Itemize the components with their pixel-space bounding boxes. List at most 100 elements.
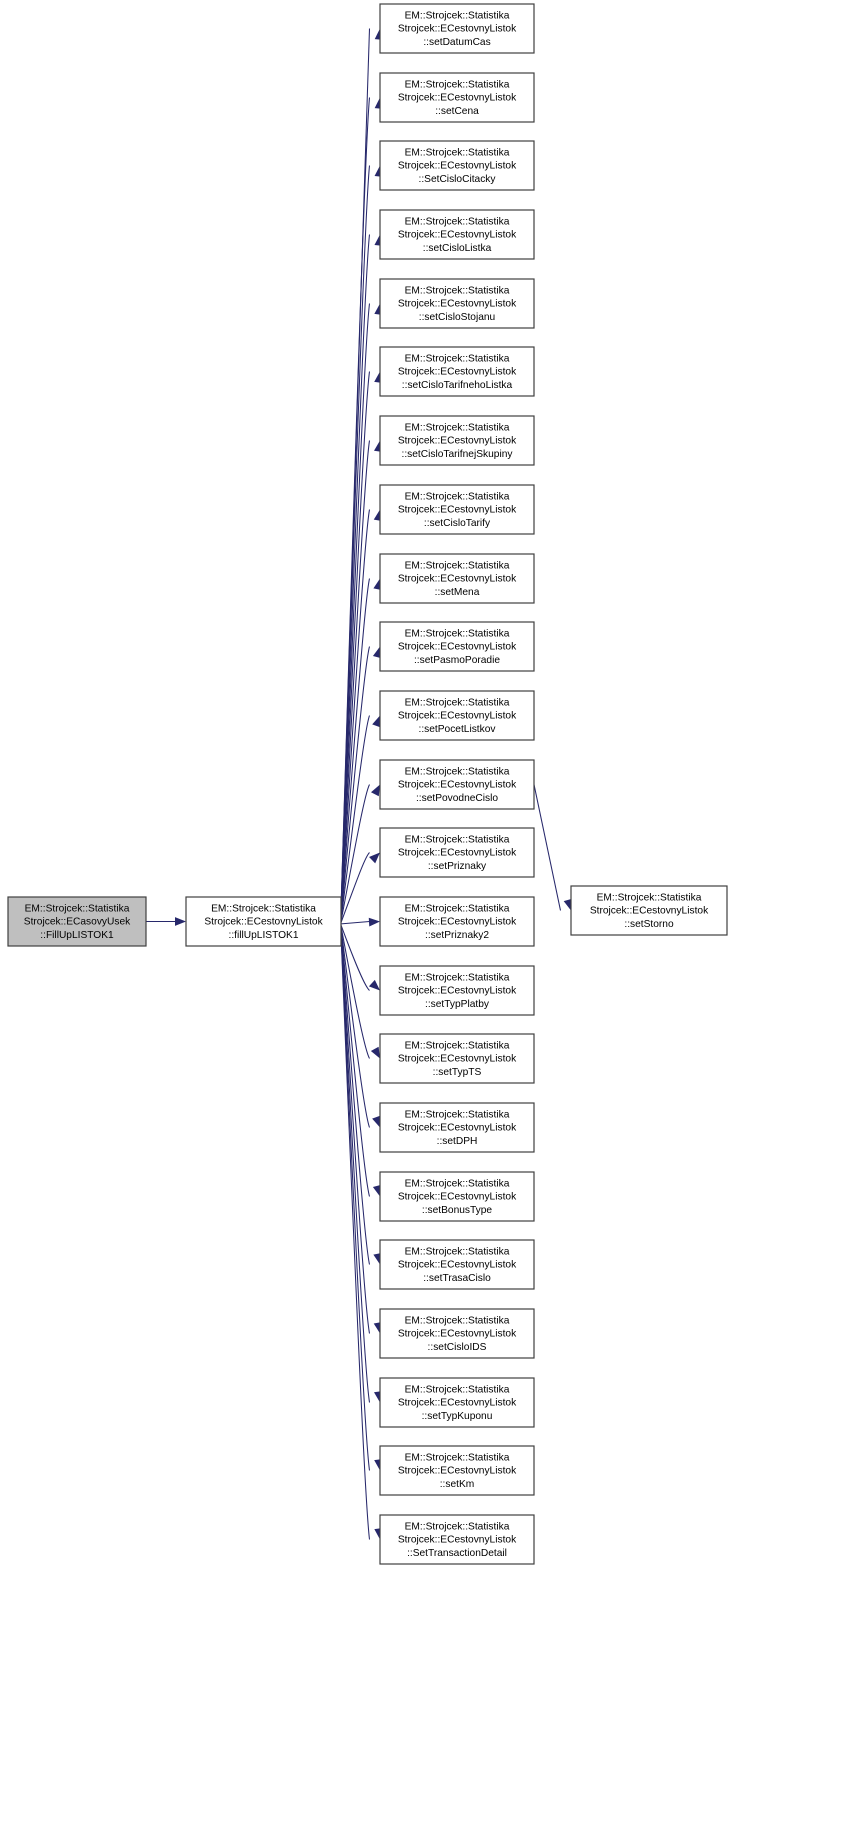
node-label-line: EM::Strojcek::Statistika (405, 353, 510, 364)
node-callee-setCisloTarifnejSkupiny[interactable]: EM::Strojcek::StatistikaStrojcek::ECesto… (379, 415, 535, 466)
edge-center-to-callee-setPriznaky2 (340, 920, 370, 925)
edge-center-to-callee-setPasmoPoradie (340, 646, 371, 920)
edge-setPovodneCislo-to-setStorno (533, 784, 562, 911)
node-center-fillUpLISTOK1[interactable]: EM::Strojcek::StatistikaStrojcek::ECesto… (185, 896, 342, 947)
node-label-line: EM::Strojcek::Statistika (405, 903, 510, 914)
edge-center-to-callee-setDPH (340, 927, 370, 1128)
edge-center-to-callee-setTypTS (340, 926, 370, 1059)
node-label-line: EM::Strojcek::Statistika (405, 147, 510, 158)
node-label-line: ::setPriznaky (428, 861, 487, 872)
nodes-layer: EM::Strojcek::StatistikaStrojcek::ECasov… (7, 3, 728, 1565)
node-callee-setPriznaky[interactable]: EM::Strojcek::StatistikaStrojcek::ECesto… (379, 827, 535, 878)
edge-center-to-callee-setTypTS-arrowhead (370, 1046, 380, 1059)
node-callee-setCena[interactable]: EM::Strojcek::StatistikaStrojcek::ECesto… (379, 72, 535, 123)
node-label-line: Strojcek::ECestovnyListok (398, 1054, 517, 1065)
node-label-line: ::setPocetListkov (418, 724, 496, 735)
node-far-setStorno[interactable]: EM::Strojcek::StatistikaStrojcek::ECesto… (570, 885, 728, 936)
edge-center-to-callee-setPasmoPoradie-arrowhead (372, 646, 382, 659)
node-border (379, 1102, 535, 1153)
node-label-line: ::setKm (440, 1479, 475, 1490)
node-callee-SetTransactionDetail[interactable]: EM::Strojcek::StatistikaStrojcek::ECesto… (379, 1514, 535, 1565)
node-callee-setTypPlatby[interactable]: EM::Strojcek::StatistikaStrojcek::ECesto… (379, 965, 535, 1016)
edge-center-to-callee-setBonusType (340, 928, 371, 1197)
node-label-line: ::FillUpLISTOK1 (40, 930, 114, 941)
node-label-line: Strojcek::ECestovnyListok (398, 711, 517, 722)
node-label-line: ::setCisloTarify (424, 518, 491, 529)
node-label-line: EM::Strojcek::Statistika (405, 79, 510, 90)
node-label-line: ::setCisloListka (423, 243, 492, 254)
node-label-line: Strojcek::ECestovnyListok (398, 367, 517, 378)
node-callee-setDPH[interactable]: EM::Strojcek::StatistikaStrojcek::ECesto… (379, 1102, 535, 1153)
node-callee-setCisloTarifnehoListka[interactable]: EM::Strojcek::StatistikaStrojcek::ECesto… (379, 346, 535, 397)
node-label-line: EM::Strojcek::Statistika (405, 491, 510, 502)
node-callee-setKm[interactable]: EM::Strojcek::StatistikaStrojcek::ECesto… (379, 1445, 535, 1496)
node-callee-SetCisloCitacky[interactable]: EM::Strojcek::StatistikaStrojcek::ECesto… (379, 140, 535, 191)
node-caller-fillUpLISTOK1[interactable]: EM::Strojcek::StatistikaStrojcek::ECasov… (7, 896, 147, 947)
node-callee-setTrasaCislo[interactable]: EM::Strojcek::StatistikaStrojcek::ECesto… (379, 1239, 535, 1290)
node-label-line: ::setStorno (624, 919, 674, 930)
edge-center-to-callee-SetCisloCitacky (340, 165, 371, 911)
node-label-line: Strojcek::ECestovnyListok (398, 1466, 517, 1477)
edge-caller-to-center-arrowhead (175, 917, 186, 926)
edge-center-to-callee-setPovodneCislo-arrowhead (370, 784, 380, 797)
edge-center-to-callee-setTypKuponu (340, 932, 371, 1403)
node-label-line: Strojcek::ECestovnyListok (398, 1123, 517, 1134)
node-callee-setCisloStojanu[interactable]: EM::Strojcek::StatistikaStrojcek::ECesto… (379, 278, 535, 329)
node-border (379, 346, 535, 397)
node-label-line: ::setTypPlatby (425, 999, 490, 1010)
node-label-line: ::setCisloIDS (428, 1342, 487, 1353)
node-label-line: Strojcek::ECestovnyListok (398, 917, 517, 928)
node-callee-setCisloIDS[interactable]: EM::Strojcek::StatistikaStrojcek::ECesto… (379, 1308, 535, 1359)
node-label-line: ::setCisloTarifnejSkupiny (402, 449, 514, 460)
node-callee-setDatumCas[interactable]: EM::Strojcek::StatistikaStrojcek::ECesto… (379, 3, 535, 54)
node-label-line: EM::Strojcek::Statistika (405, 697, 510, 708)
node-callee-setMena[interactable]: EM::Strojcek::StatistikaStrojcek::ECesto… (379, 553, 535, 604)
node-label-line: EM::Strojcek::Statistika (405, 10, 510, 21)
node-label-line: EM::Strojcek::Statistika (405, 628, 510, 639)
node-label-line: ::setPriznaky2 (425, 930, 489, 941)
node-callee-setPovodneCislo[interactable]: EM::Strojcek::StatistikaStrojcek::ECesto… (379, 759, 535, 810)
node-label-line: Strojcek::ECestovnyListok (398, 436, 517, 447)
node-label-line: Strojcek::ECasovyUsek (24, 917, 131, 928)
node-border (379, 3, 535, 54)
node-border (379, 896, 535, 947)
node-label-line: EM::Strojcek::Statistika (405, 834, 510, 845)
node-label-line: Strojcek::ECestovnyListok (398, 986, 517, 997)
node-callee-setPasmoPoradie[interactable]: EM::Strojcek::StatistikaStrojcek::ECesto… (379, 621, 535, 672)
node-border (379, 1445, 535, 1496)
edge-center-to-callee-setCisloTarify (340, 509, 371, 917)
edge-center-to-callee-setTrasaCislo (340, 929, 371, 1265)
node-border (379, 553, 535, 604)
node-callee-setPocetListkov[interactable]: EM::Strojcek::StatistikaStrojcek::ECesto… (379, 690, 535, 741)
edge-center-to-callee-setTypPlatby (340, 924, 370, 991)
node-callee-setCisloTarify[interactable]: EM::Strojcek::StatistikaStrojcek::ECesto… (379, 484, 535, 535)
node-callee-setTypTS[interactable]: EM::Strojcek::StatistikaStrojcek::ECesto… (379, 1033, 535, 1084)
node-label-line: EM::Strojcek::Statistika (405, 1521, 510, 1532)
node-label-line: EM::Strojcek::Statistika (405, 1040, 510, 1051)
node-label-line: EM::Strojcek::Statistika (25, 903, 130, 914)
edge-center-to-callee-setCisloIDS (340, 930, 371, 1334)
node-label-line: ::SetCisloCitacky (419, 174, 497, 185)
node-label-line: EM::Strojcek::Statistika (405, 1178, 510, 1189)
node-label-line: ::setTypKuponu (422, 1411, 493, 1422)
node-label-line: ::setCena (435, 106, 479, 117)
node-border (379, 1308, 535, 1359)
node-label-line: Strojcek::ECestovnyListok (398, 780, 517, 791)
node-callee-setPriznaky2[interactable]: EM::Strojcek::StatistikaStrojcek::ECesto… (379, 896, 535, 947)
edge-center-to-callee-setPriznaky-arrowhead (369, 852, 380, 864)
node-callee-setTypKuponu[interactable]: EM::Strojcek::StatistikaStrojcek::ECesto… (379, 1377, 535, 1428)
node-label-line: ::setPovodneCislo (416, 793, 498, 804)
node-label-line: ::setDPH (437, 1136, 478, 1147)
edge-center-to-callee-setKm (340, 933, 371, 1471)
node-border (379, 965, 535, 1016)
node-border (379, 1377, 535, 1428)
node-callee-setCisloListka[interactable]: EM::Strojcek::StatistikaStrojcek::ECesto… (379, 209, 535, 260)
node-label-line: EM::Strojcek::Statistika (405, 1109, 510, 1120)
node-callee-setBonusType[interactable]: EM::Strojcek::StatistikaStrojcek::ECesto… (379, 1171, 535, 1222)
node-border (379, 278, 535, 329)
node-label-line: Strojcek::ECestovnyListok (398, 848, 517, 859)
node-label-line: EM::Strojcek::Statistika (405, 972, 510, 983)
node-label-line: Strojcek::ECestovnyListok (398, 93, 517, 104)
